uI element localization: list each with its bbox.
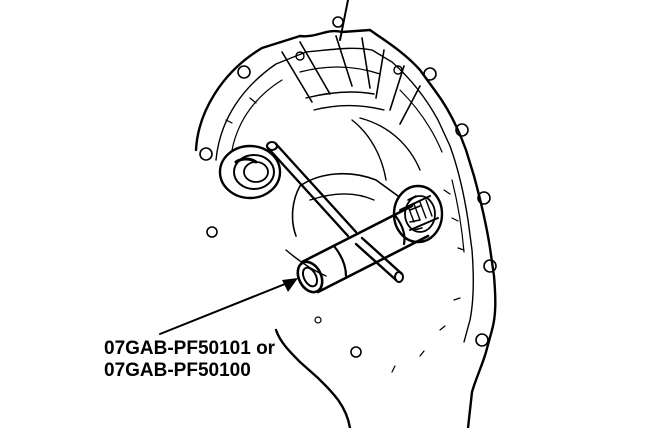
bolt-boss (314, 316, 322, 324)
bearing-inner-race (404, 195, 436, 233)
tool-splined-shaft (399, 195, 439, 231)
bolt-boss (455, 123, 469, 137)
bolt-boss (483, 259, 497, 273)
bolt-boss (393, 65, 403, 75)
bolt-boss (423, 67, 437, 81)
housing-detail (225, 97, 465, 373)
seal-inner-ring (233, 154, 275, 190)
seal-bore (243, 161, 269, 183)
gear-cavity (285, 117, 421, 277)
seal-shadow (234, 157, 258, 164)
tool-handle-rod (266, 142, 358, 238)
bolt-boss (206, 226, 218, 238)
transmission-housing-icon (194, 0, 497, 428)
bolt-boss (350, 346, 362, 358)
housing-shaft-line (339, 0, 349, 41)
tool-handle-tip (266, 141, 278, 151)
housing-inner-edge (215, 47, 475, 343)
tool-cross-pin-tip (394, 271, 404, 283)
leader-arrow-icon (159, 281, 291, 335)
bolt-boss (332, 16, 344, 28)
leader-arrowhead (282, 278, 298, 292)
housing-rib-cross (305, 91, 385, 111)
cavity-outline (291, 172, 399, 237)
bolt-boss (237, 65, 251, 79)
bolt-boss (477, 191, 491, 205)
tool-body-step (332, 212, 406, 278)
seal-outer-ring (218, 144, 282, 200)
tool-body-bore (301, 266, 319, 288)
cavity-ledge (285, 193, 375, 277)
housing-outer-edge (194, 28, 497, 428)
bolt-boss (199, 147, 213, 161)
housing-rib (281, 35, 421, 125)
bolt-boss (295, 51, 305, 61)
tool-cross-pin (354, 236, 404, 282)
housing-flange-rim (231, 66, 465, 253)
tool-body-end (296, 260, 324, 294)
bearing-driver-tool-icon (266, 141, 439, 294)
leader-line (159, 281, 291, 335)
cavity-curve (351, 117, 421, 181)
tool-part-number: 07GAB-PF50101 or (104, 338, 276, 359)
tool-spline-marks (407, 199, 433, 223)
oil-seal-boss (218, 144, 282, 200)
bolt-boss (475, 333, 489, 347)
tool-part-number-alternate: 07GAB-PF50100 (104, 360, 251, 381)
